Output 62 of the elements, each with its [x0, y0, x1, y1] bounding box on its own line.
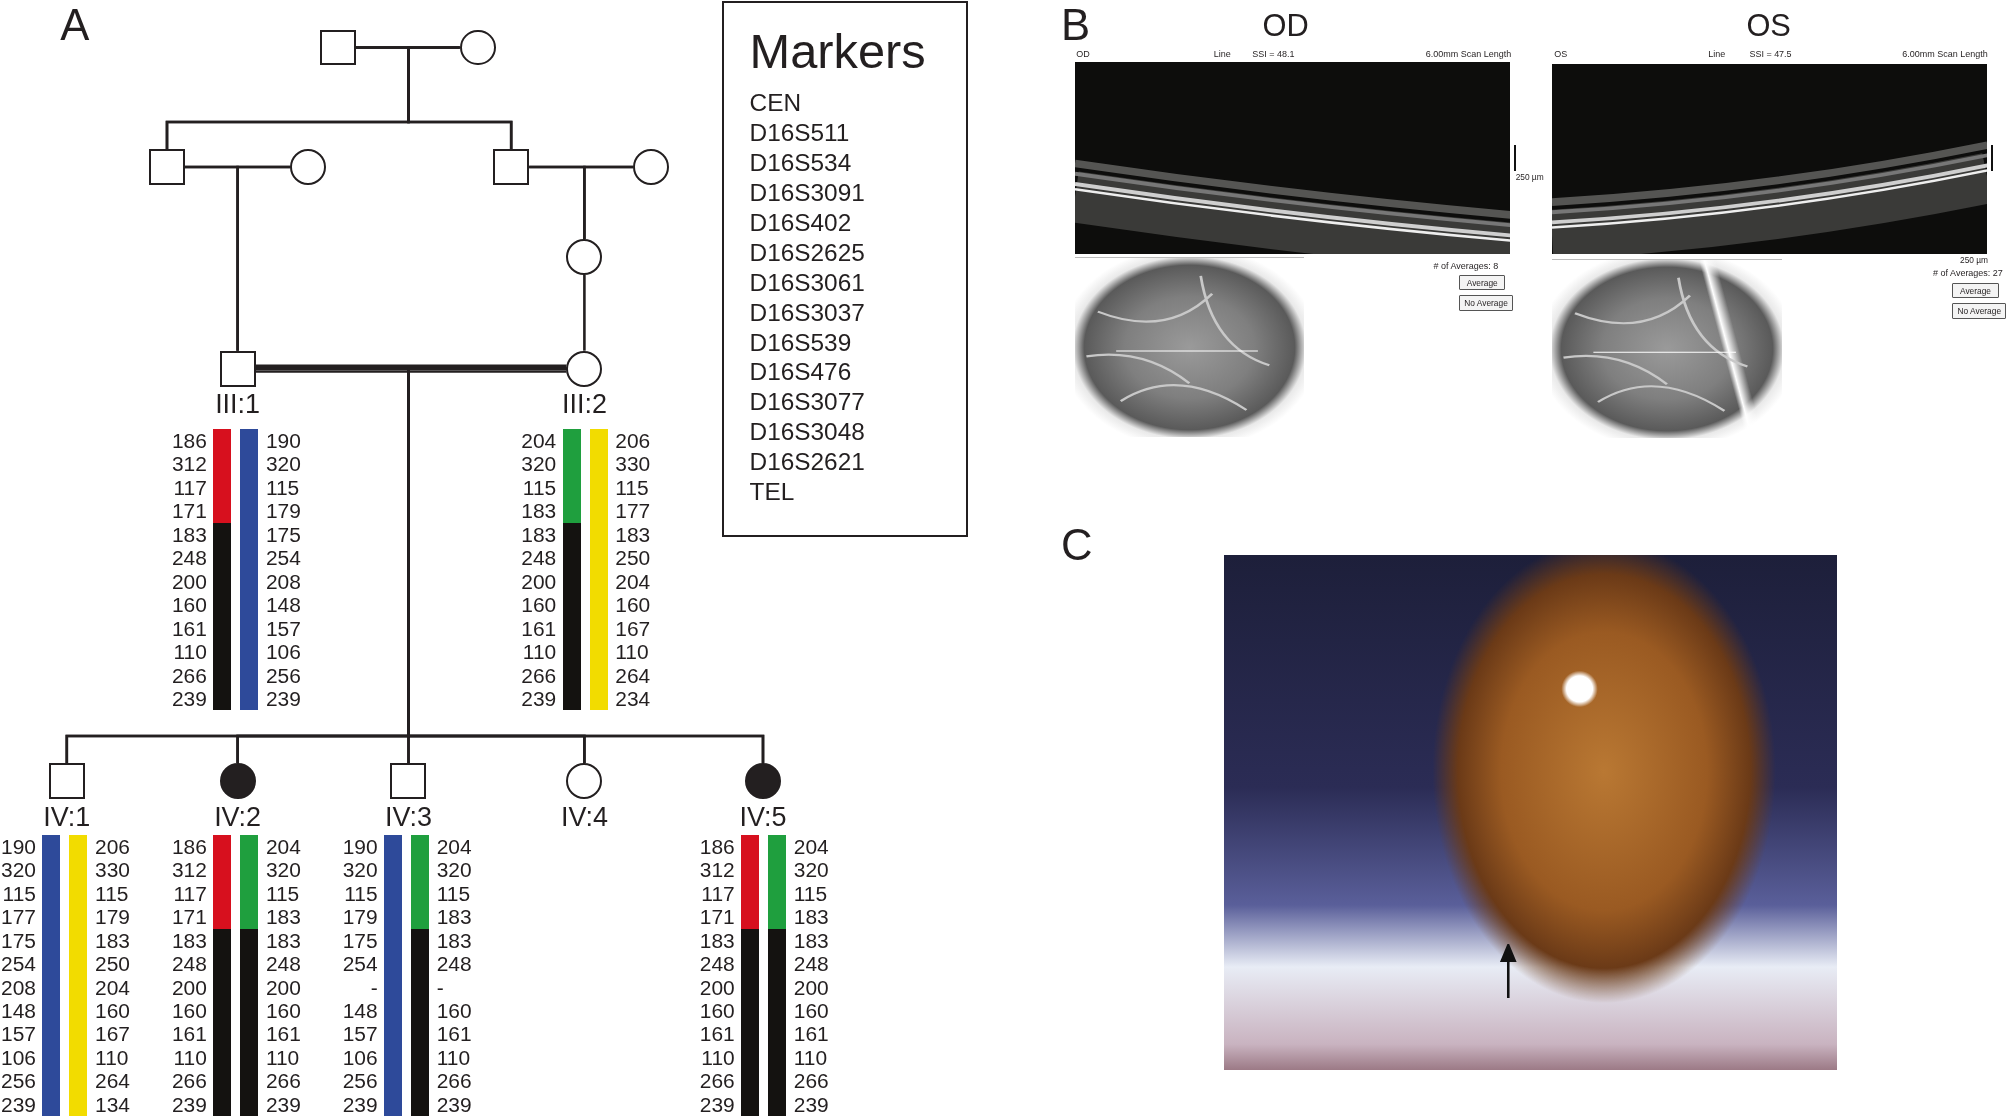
eye-label: OS	[1745, 7, 1792, 44]
scale-bar-label: 250 µm	[1515, 173, 1544, 183]
descent-line	[236, 165, 291, 351]
descent-line	[407, 46, 513, 149]
marker-name: D16S402	[749, 207, 852, 238]
eye-label: OD	[1261, 7, 1310, 44]
allele-column: 204 320 115 183 183 248 200 160 161 110 266 239	[793, 834, 829, 1117]
marker-name: D16S3048	[749, 417, 865, 448]
allele-column: 190 320 115 177 175 254 208 148 157 106 256 239	[1, 834, 36, 1117]
marker-name: D16S534	[749, 147, 852, 178]
averages-text: # of Averages: 8	[1433, 260, 1499, 272]
allele-column: 206 330 115 177 183 250 204 160 167 110 264 234	[615, 428, 651, 711]
scan-header-text: OD	[1076, 48, 1090, 60]
consanguineous-marriage-line	[254, 364, 568, 373]
marker-name: D16S3077	[749, 387, 865, 418]
allele-column: 186 312 117 171 183 248 200 160 161 110 266 239	[171, 834, 207, 1117]
allele-column: 204 320 115 183 183 248 - 160 161 110 266 239	[436, 834, 472, 1117]
marker-name: D16S539	[749, 327, 852, 358]
individual-label: III:1	[214, 390, 262, 419]
marker-name: D16S3037	[749, 297, 865, 328]
allele-column: 206 330 115 179 183 250 204 160 167 110 264 134	[95, 834, 130, 1117]
no-average-button: No Average	[1459, 295, 1514, 311]
average-button: Average	[1952, 282, 1999, 298]
individual-label: IV:3	[383, 802, 433, 831]
marker-name: D16S2625	[749, 237, 865, 268]
scan-header-text: Line	[1213, 48, 1231, 60]
panel-letter: C	[1060, 520, 1093, 571]
marker-name: CEN	[749, 88, 802, 118]
allele-column: 186 312 117 171 183 248 200 160 161 110 266 239	[171, 428, 207, 711]
marker-name: D16S476	[749, 357, 852, 388]
individual-label: IV:4	[559, 802, 609, 831]
legend-box	[721, 1, 969, 537]
allele-column: 204 320 115 183 183 248 200 160 161 110 266 239	[521, 428, 557, 711]
scan-header-text: SSI = 48.1	[1252, 48, 1295, 60]
individual-label: IV:2	[213, 802, 263, 831]
scan-header-text: SSI = 47.5	[1749, 48, 1792, 60]
individual-label: IV:1	[42, 802, 92, 831]
individual-label: IV:5	[738, 802, 788, 831]
no-average-button: No Average	[1952, 303, 2007, 319]
descent-line	[407, 367, 765, 763]
marker-name: D16S2621	[749, 447, 865, 478]
allele-column: 190 320 115 179 175 254 208 148 157 106 256 239	[265, 428, 301, 711]
legend-heading: Markers	[749, 22, 926, 80]
scan-header-text: Line	[1708, 48, 1726, 60]
panel-letter: A	[60, 0, 90, 51]
descent-line	[583, 274, 586, 351]
marker-name: D16S3061	[749, 267, 865, 298]
marker-name: TEL	[749, 477, 795, 508]
allele-column: 190 320 115 179 175 254 - 148 157 106 256 239	[342, 834, 378, 1117]
scan-header-text: 6.00mm Scan Length	[1902, 48, 1988, 60]
allele-column: 204 320 115 183 183 248 200 160 161 110 266 239	[265, 834, 301, 1117]
individual-label: III:2	[560, 390, 608, 419]
marker-name: D16S3091	[749, 177, 865, 208]
average-button: Average	[1459, 274, 1506, 291]
scan-header-text: 6.00mm Scan Length	[1425, 48, 1512, 60]
descent-line	[583, 165, 634, 239]
scale-bar-label: 250 µm	[1960, 255, 1989, 266]
averages-text: # of Averages: 27	[1933, 268, 2003, 279]
marker-name: D16S511	[749, 117, 850, 148]
panel-letter: B	[1060, 0, 1091, 51]
scan-header-text: OS	[1554, 48, 1568, 60]
allele-column: 186 312 117 171 183 248 200 160 161 110 266 239	[699, 834, 735, 1117]
